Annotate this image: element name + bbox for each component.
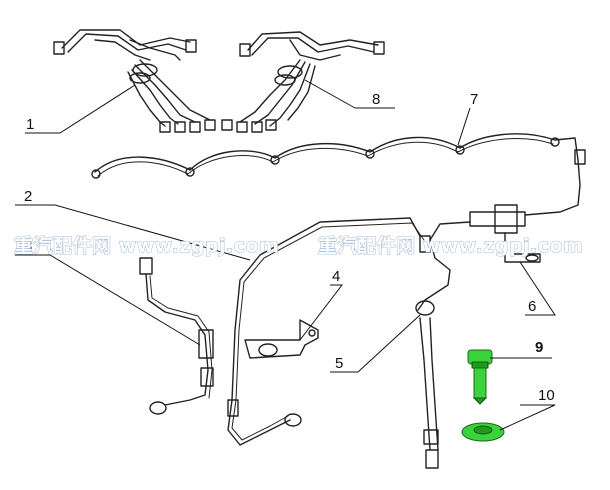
callout-4: 4	[332, 268, 340, 285]
watermark-right: 重汽配件网 www.zgpj.com	[318, 234, 583, 257]
part-5-hose	[415, 300, 439, 469]
part-2-long-pipe	[227, 217, 471, 446]
watermark-left: 重汽配件网 www.zgpj.com	[14, 234, 279, 257]
part-9-banjo-bolt	[467, 349, 493, 405]
callout-8: 8	[372, 91, 380, 108]
part-7-return-pipe	[91, 133, 579, 179]
callout-3: 3	[24, 238, 32, 255]
part-10-sealing-washer	[461, 422, 505, 442]
part-4-bracket	[244, 319, 319, 359]
part-3-banjo-pipe	[139, 257, 214, 415]
callout-7: 7	[470, 91, 478, 108]
part-1-fuel-pipe-bundle-left	[53, 29, 216, 133]
callout-5: 5	[335, 355, 343, 372]
callout-9: 9	[535, 339, 543, 356]
leader-lines	[15, 79, 556, 431]
part-8-fuel-pipe-bundle-right	[221, 31, 385, 133]
callout-1: 1	[26, 116, 34, 133]
callout-6: 6	[528, 298, 536, 315]
part-6-pipe-connector	[469, 149, 586, 263]
callout-2: 2	[24, 188, 32, 205]
callout-10: 10	[538, 387, 555, 404]
